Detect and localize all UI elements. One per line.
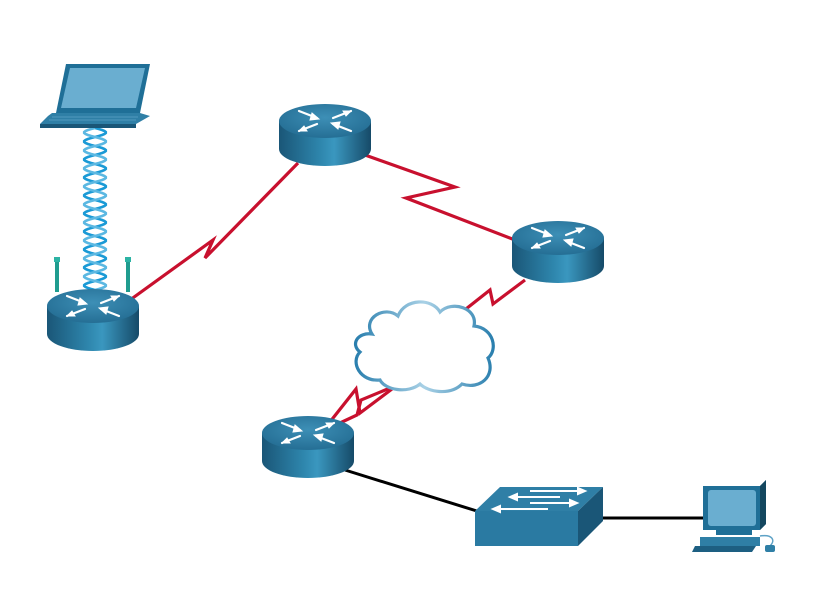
serial-zigzag-4 <box>320 385 393 433</box>
wan-cloud-icon[interactable] <box>354 300 495 394</box>
serial-link-1 <box>129 161 300 302</box>
wireless-router-icon[interactable] <box>45 257 141 353</box>
ethernet-link-1 <box>344 468 481 514</box>
pc-icon[interactable] <box>692 480 775 552</box>
switch-icon[interactable] <box>475 486 603 546</box>
router-top-icon[interactable] <box>277 102 373 168</box>
links <box>82 126 705 520</box>
laptop-icon[interactable] <box>40 64 150 128</box>
antenna-left-icon <box>55 258 59 292</box>
serial-link-2 <box>364 153 516 242</box>
router-bottom-icon[interactable] <box>260 414 356 480</box>
wireless-link <box>82 126 108 294</box>
serial-link-3 <box>451 278 526 322</box>
antenna-right-icon <box>126 258 130 292</box>
router-right-icon[interactable] <box>510 219 606 285</box>
